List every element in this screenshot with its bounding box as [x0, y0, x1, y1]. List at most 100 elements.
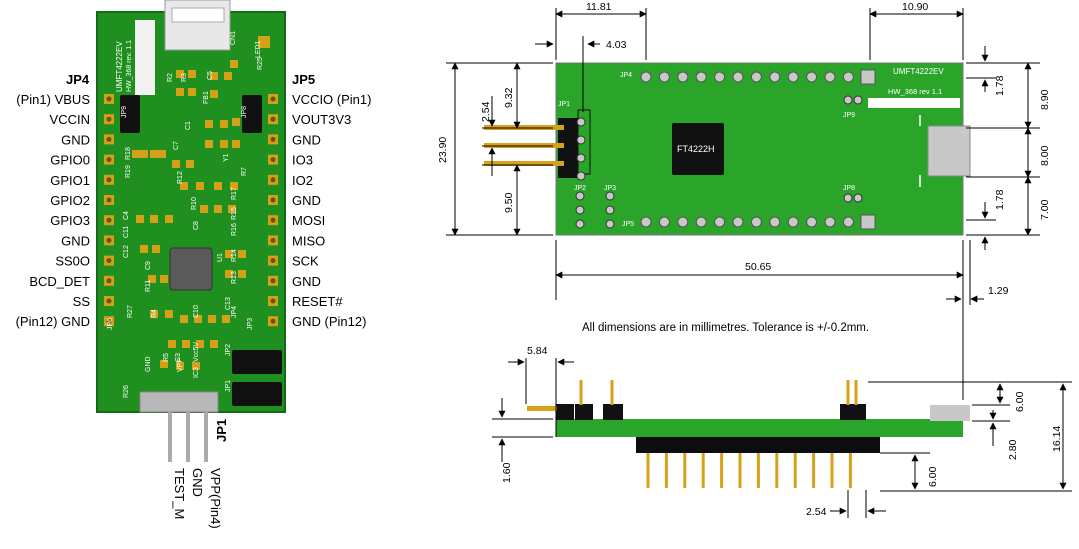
pin-hole: [714, 71, 726, 83]
dim-4-03: 4.03: [606, 39, 627, 51]
silk-label: C4: [123, 211, 130, 220]
top-board-label: UMFT4222EV: [893, 67, 944, 76]
smd-pad: [136, 215, 144, 223]
smd-pad: [225, 270, 233, 278]
silk-label: R12: [177, 171, 184, 184]
silk-label: JP3: [247, 318, 254, 330]
dim-6-00-top: 6.00: [1014, 391, 1026, 412]
dimension-note: All dimensions are in millimetres. Toler…: [582, 322, 869, 334]
header-jp1: [139, 391, 219, 413]
smd-pad: [180, 182, 188, 190]
smd-pad: [222, 315, 230, 323]
jp4-pin-label: VCCIN: [50, 112, 90, 127]
pin-hole-center: [270, 96, 276, 102]
dim-1-78-bottom: 1.78: [994, 189, 1006, 210]
dim-10-90: 10.90: [902, 1, 928, 13]
smd-pad: [150, 310, 158, 318]
smd-pad: [232, 118, 240, 126]
pin-hole-center: [270, 298, 276, 304]
silk-label: VPP: [177, 358, 184, 372]
smd-pad: [140, 150, 148, 158]
jp5-pin-label: IO2: [292, 173, 313, 188]
jumper-hole: [843, 95, 853, 105]
pin-hole: [750, 71, 762, 83]
smd-pad: [208, 315, 216, 323]
smd-pad: [196, 182, 204, 190]
smd-pad: [210, 72, 218, 80]
conn-jp1: JP1: [558, 101, 570, 108]
smd-pad: [180, 315, 188, 323]
smd-pad: [214, 182, 222, 190]
dim-8-00: 8.00: [1039, 145, 1051, 166]
silk-label: R25: [257, 57, 264, 70]
silk-label: C11: [123, 226, 130, 238]
smd-pad: [230, 182, 238, 190]
silk-label: JP9: [121, 106, 128, 118]
jumper-hole: [605, 191, 615, 201]
conn-jp8: JP8: [843, 185, 855, 192]
smd-pad: [224, 72, 232, 80]
pin-hole-center: [106, 157, 112, 163]
jp4-pin-label: SS: [73, 294, 91, 309]
jumper-hole: [576, 153, 586, 163]
jumper-hole: [576, 135, 586, 145]
conn-jp3: JP3: [604, 185, 616, 192]
smd-pad: [132, 150, 140, 158]
conn-jp9: JP9: [843, 112, 855, 119]
dim-1-29: 1.29: [988, 285, 1009, 297]
jp5-hole-row: [640, 214, 876, 230]
silk-label: R7: [241, 167, 248, 176]
smd-pad: [192, 362, 200, 370]
smd-pad: [228, 205, 236, 213]
pin-hole-center: [270, 217, 276, 223]
pin-hole: [695, 216, 707, 228]
smd-pad: [150, 150, 158, 158]
pin-hole: [714, 216, 726, 228]
silk-label: R2: [167, 73, 174, 82]
smd-pad: [196, 340, 204, 348]
pin-hole: [824, 216, 836, 228]
jumper-hole: [576, 117, 586, 127]
jumper-holes: [575, 95, 863, 229]
pin-hole: [824, 71, 836, 83]
jumper-jp9: [120, 95, 140, 133]
silk-label: JP1: [225, 380, 232, 392]
dim-2-80: 2.80: [1007, 439, 1019, 460]
jp5-pin-label: GND: [292, 274, 321, 289]
silk-label: R27: [127, 305, 134, 318]
silk-label: R14: [231, 249, 238, 262]
dim-1-78-top: 1.78: [994, 75, 1006, 96]
silk-label: C1: [185, 121, 192, 130]
dim-16-14: 16.14: [1051, 426, 1063, 452]
jumper-jp8: [242, 95, 262, 133]
board-name-strip: [135, 20, 155, 95]
pin-hole: [640, 216, 652, 228]
smd-pad: [238, 250, 246, 258]
silk-label: JP2: [225, 344, 232, 356]
smd-pad: [188, 88, 196, 96]
pin-hole-center: [270, 136, 276, 142]
jumper-hole: [843, 193, 853, 203]
jumper-hole: [575, 205, 585, 215]
smd-pad: [205, 120, 213, 128]
pin-hole-center: [106, 237, 112, 243]
smd-pad: [225, 250, 233, 258]
pin1-square: [860, 214, 876, 230]
smd-pad: [182, 340, 190, 348]
silk-label: R10: [191, 197, 198, 210]
jp1-pin-label: TEST_M: [172, 468, 187, 519]
silk-label: C10: [193, 305, 200, 318]
pin-hole-center: [270, 116, 276, 122]
smd-pad: [148, 275, 156, 283]
bottom-header-pins: [646, 453, 852, 488]
pin-hole: [842, 216, 854, 228]
jp5-title: JP5: [292, 72, 315, 87]
led1: [258, 36, 270, 48]
silk-label: C9: [145, 261, 152, 270]
side-view: [527, 380, 970, 488]
jp5-pin-label: VOUT3V3: [292, 112, 351, 127]
jumper-hole: [575, 191, 585, 201]
smd-pad: [165, 215, 173, 223]
pin-hole-center: [106, 217, 112, 223]
jp5-pin-label: VCCIO (Pin1): [292, 92, 371, 107]
